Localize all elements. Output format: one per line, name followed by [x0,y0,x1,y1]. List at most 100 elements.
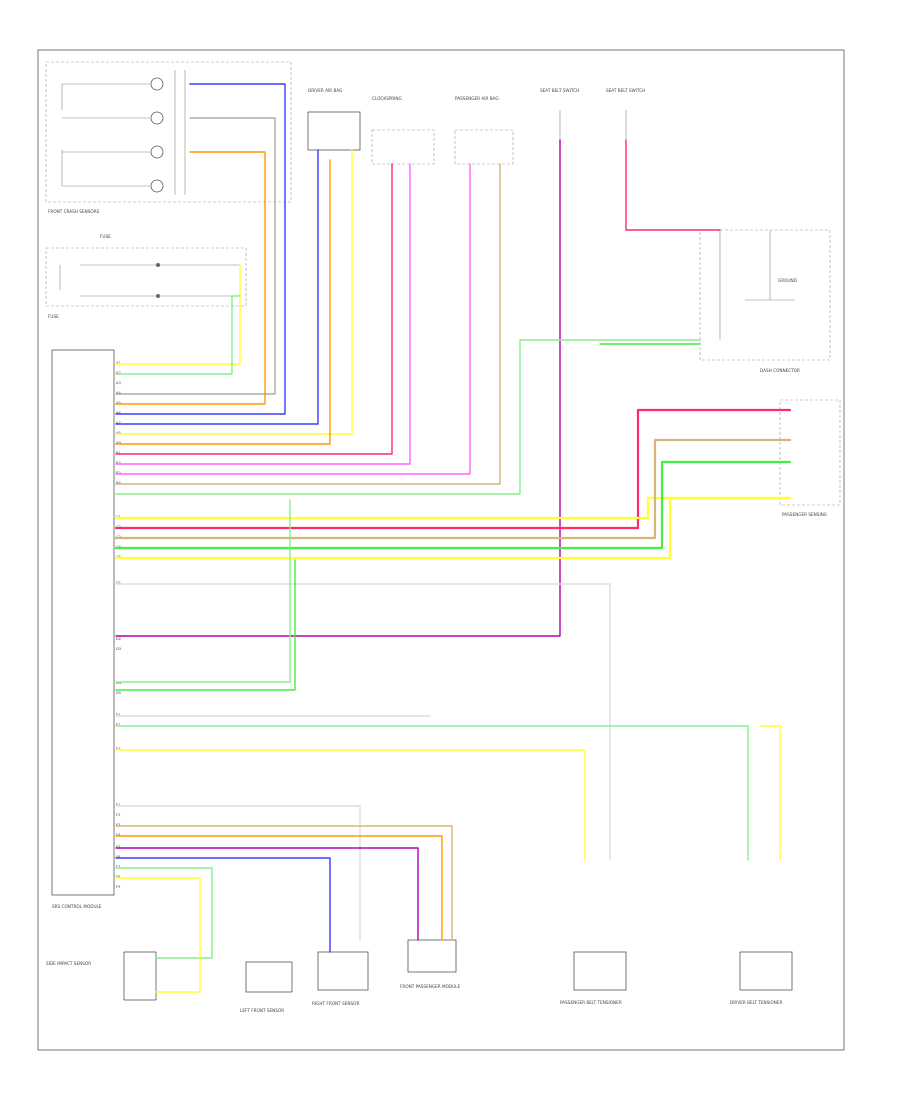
svg-text:A9: A9 [116,441,121,445]
svg-text:A4: A4 [116,391,121,395]
sensor-connector-4 [150,179,164,193]
svg-text:E3: E3 [116,747,121,751]
wire-grn-22 [115,559,296,691]
sensor-connector-2 [150,111,164,125]
sensor-connector-1 [150,77,164,91]
driver-airbag-box [307,111,361,151]
wire-wht-27 [115,805,361,941]
wire-red-15 [114,408,792,530]
wire-yel-16 [114,496,792,520]
svg-text:A6: A6 [116,411,121,415]
svg-text:B1: B1 [116,451,121,455]
svg-text:D1: D1 [116,581,121,585]
wire-gry-2 [115,117,276,395]
wire-lgrn-24 [115,725,749,861]
crash-sensors-label: FRONT CRASH SENSORS [48,209,100,214]
svg-text:E2: E2 [116,723,121,727]
seatbelt-sw-1-label: SEAT BELT SWITCH [540,88,579,93]
wire-yel-25 [115,749,586,861]
fuse-group [45,247,247,307]
svg-text:F8: F8 [116,875,121,879]
wire-blu-5 [115,149,319,425]
svg-text:F3: F3 [116,823,120,827]
clockspring-label: CLOCKSPRING [372,96,402,101]
passenger-belt-tensioner-label: PASSENGER BELT TENSIONER [560,1000,622,1005]
wire-tan-17 [114,438,792,540]
wire-wht-20 [115,583,611,861]
fuse-1-label: FUSE [100,234,111,239]
driver-belt-tensioner-box [739,951,793,991]
svg-text:F1: F1 [116,803,120,807]
svg-text:D3: D3 [116,647,121,651]
wire-red-8 [115,163,393,455]
svg-text:F2: F2 [116,813,120,817]
svg-text:A1: A1 [116,361,121,365]
wire-yel-19 [114,496,792,560]
wire-blu-0 [115,83,286,415]
driver-belt-tensioner-label: DRIVER BELT TENSIONER [730,1000,783,1005]
srs-control-module [51,349,115,896]
wire-pnk-10 [115,163,471,475]
svg-text:F5: F5 [116,845,120,849]
svg-text:D2: D2 [116,637,121,641]
svg-text:A2: A2 [116,371,121,375]
wire-org-29 [115,835,443,941]
dash-connector-box [699,229,831,361]
wire-pnk-9 [115,163,411,465]
wire-yel-6 [115,149,353,435]
wire-pur-13 [115,139,561,637]
wire-yel-3 [115,264,241,365]
wire-org-1 [115,151,266,405]
passenger-sensing-label: PASSENGER SENSING [782,512,827,517]
svg-text:B2: B2 [116,461,121,465]
wire-pur-30 [115,847,419,941]
left-front-sensor-label: LEFT FRONT SENSOR [240,1008,284,1013]
svg-text:A8: A8 [116,431,121,435]
sensor-connector-3 [150,145,164,159]
svg-text:F4: F4 [116,833,121,837]
front-passenger-module-label: FRONT PASSENGER MODULE [400,984,461,989]
passenger-belt-tensioner-box [573,951,627,991]
svg-text:B4: B4 [116,481,121,485]
fuse-2-label: FUSE [48,314,59,319]
wire-org-7 [115,159,331,445]
side-impact-sensor-box [123,951,157,1001]
wire-red-14 [625,139,721,231]
wire-blu-31 [115,857,331,953]
svg-text:D4: D4 [116,681,122,685]
wire-lgrn-32 [115,867,213,959]
seatbelt-sw-2-label: SEAT BELT SWITCH [606,88,645,93]
wire-tan-11 [115,163,501,485]
side-impact-sensor-label: SIDE IMPACT SENSOR [46,961,91,966]
svg-text:A7: A7 [116,421,121,425]
svg-text:A5: A5 [116,401,121,405]
wires-layer [114,83,792,993]
svg-text:F6: F6 [116,855,121,859]
ground-label: GROUND [778,278,797,283]
right-front-sensor-label: RIGHT FRONT SENSOR [312,1001,359,1006]
svg-text:D5: D5 [116,691,121,695]
right-front-sensor-box [317,951,369,991]
passenger-airbag-label: PASSENGER AIR BAG [455,96,499,101]
dash-connector-label: DASH CONNECTOR [760,368,800,373]
diagram-frame [37,49,845,1051]
wire-lgrn-12 [115,339,521,495]
wire-lgrn-4 [115,295,241,375]
svg-text:A3: A3 [116,381,121,385]
passenger-sensing-box [779,399,841,506]
left-front-sensor-box [245,961,293,993]
wire-yel-26 [759,725,781,861]
front-passenger-module-box [407,939,457,973]
wire-tan-28 [115,825,453,941]
svg-text:F7: F7 [116,865,120,869]
wire-yel-33 [115,877,201,993]
crash-sensor-group [45,61,292,203]
clockspring-box [371,129,435,165]
passenger-airbag-box [454,129,514,165]
svg-text:E1: E1 [116,713,121,717]
wire-lgrn-21 [115,499,291,683]
srs-control-label: SRS CONTROL MODULE [52,904,102,909]
driver-airbag-label: DRIVER AIR BAG [308,88,342,93]
